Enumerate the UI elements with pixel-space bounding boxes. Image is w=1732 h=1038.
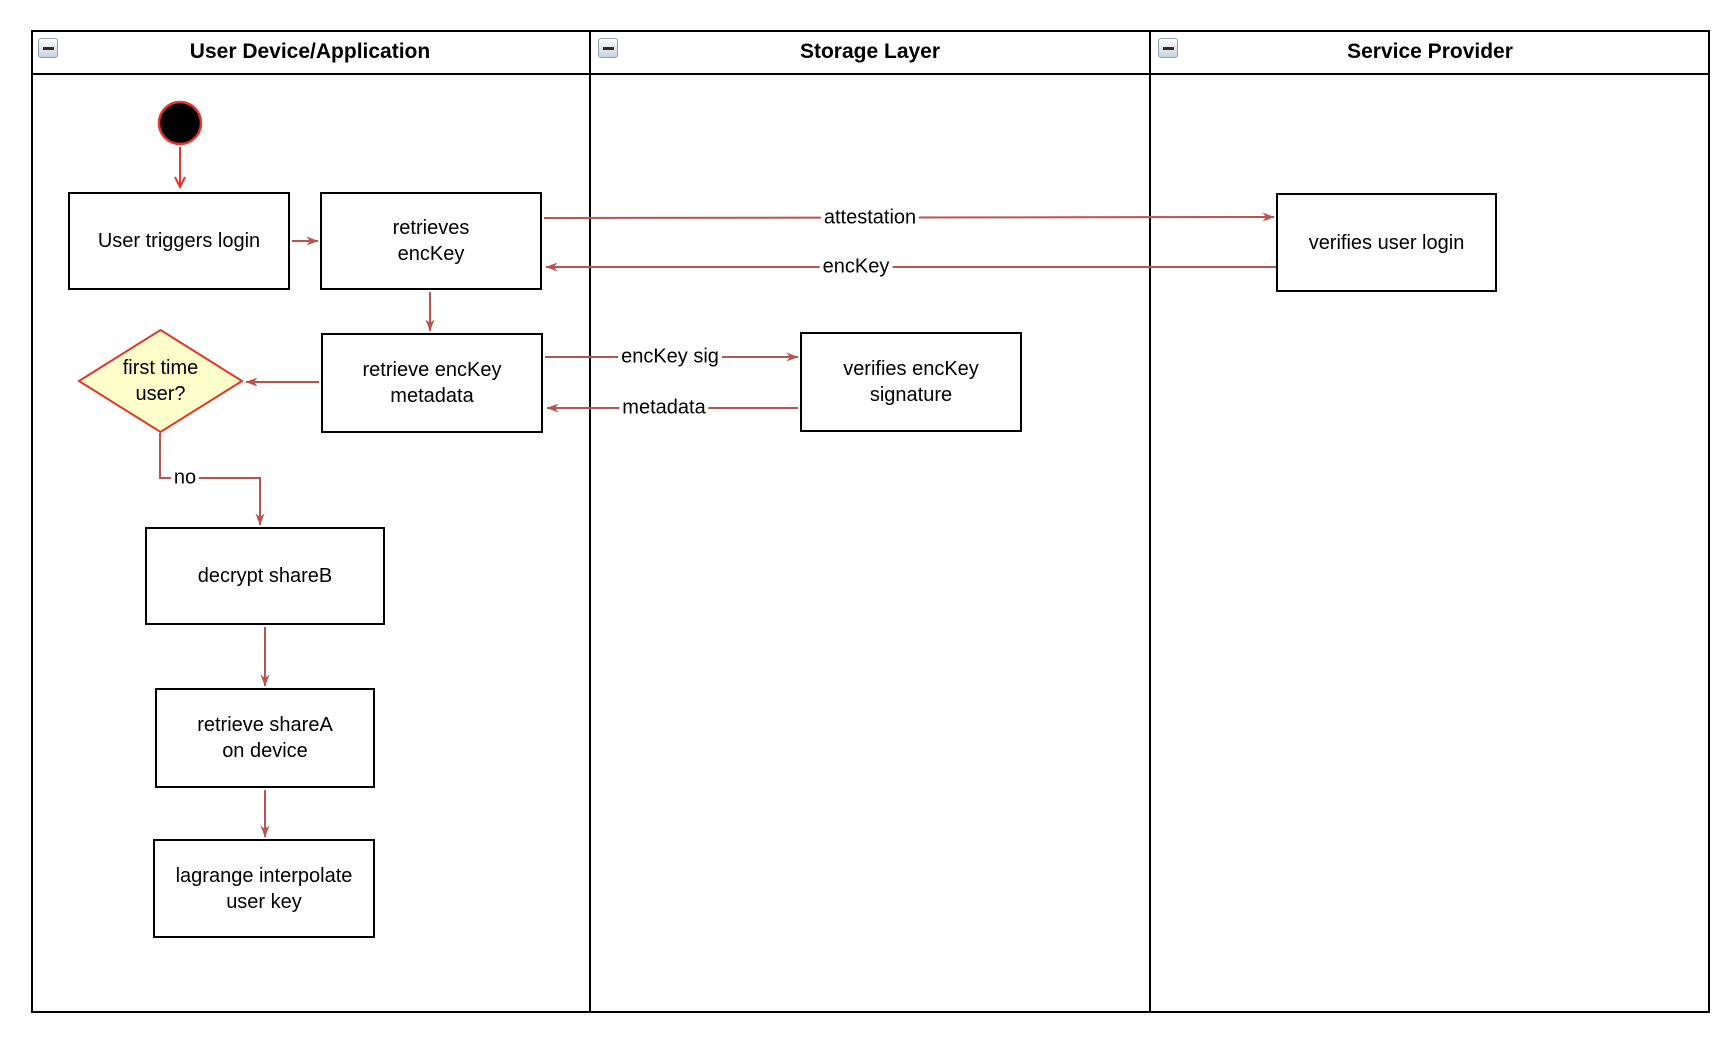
node-lagrange-interpolate[interactable]: lagrange interpolate user key bbox=[153, 839, 375, 938]
node-label: verifies encKey signature bbox=[843, 358, 979, 406]
node-label: verifies user login bbox=[1308, 231, 1465, 254]
node-label: decrypt shareB bbox=[197, 565, 333, 587]
node-label: retrieve encKey metadata bbox=[362, 359, 502, 407]
lane-collapse-button-storage-layer[interactable] bbox=[598, 38, 618, 58]
node-label: lagrange interpolate user key bbox=[175, 864, 353, 913]
decision-diamond[interactable] bbox=[77, 328, 244, 434]
node-label: retrieves encKey bbox=[392, 217, 470, 265]
edge-label-attestation: attestation bbox=[820, 206, 920, 230]
lane-collapse-button-user-device[interactable] bbox=[38, 38, 58, 58]
node-verifies-user-login[interactable]: verifies user login bbox=[1276, 193, 1497, 292]
lane-collapse-button-service-provider[interactable] bbox=[1158, 38, 1178, 58]
edge-label-no: no bbox=[170, 466, 200, 490]
minus-icon bbox=[42, 46, 54, 50]
lane-title-service-provider: Service Provider bbox=[1347, 40, 1513, 63]
edge-label-metadata: metadata bbox=[619, 396, 709, 420]
node-verifies-enckey-signature[interactable]: verifies encKey signature bbox=[800, 332, 1022, 432]
minus-icon bbox=[602, 46, 614, 50]
edge-label-enckey-sig: encKey sig bbox=[618, 345, 722, 369]
edge-decision-no-to-decrypt bbox=[159, 433, 265, 526]
node-retrieves-enckey[interactable]: retrieves encKey bbox=[320, 192, 542, 290]
node-decrypt-shareb[interactable]: decrypt shareB bbox=[145, 527, 385, 625]
lane-divider-1 bbox=[589, 30, 591, 1013]
start-node[interactable] bbox=[157, 100, 203, 146]
lane-title-storage-layer: Storage Layer bbox=[799, 40, 941, 63]
node-retrieve-sharea[interactable]: retrieve shareA on device bbox=[155, 688, 375, 788]
node-label: User triggers login bbox=[97, 230, 261, 252]
minus-icon bbox=[1162, 46, 1174, 50]
node-retrieve-enckey-metadata[interactable]: retrieve encKey metadata bbox=[321, 333, 543, 433]
node-user-triggers-login[interactable]: User triggers login bbox=[68, 192, 290, 290]
lane-title-user-device: User Device/Application bbox=[189, 40, 431, 63]
lane-header-separator bbox=[31, 73, 1710, 75]
lane-divider-2 bbox=[1149, 30, 1151, 1013]
node-label: retrieve shareA on device bbox=[197, 714, 333, 762]
edge-label-enckey: encKey bbox=[819, 255, 893, 279]
decision-label: first time user? bbox=[122, 357, 199, 405]
